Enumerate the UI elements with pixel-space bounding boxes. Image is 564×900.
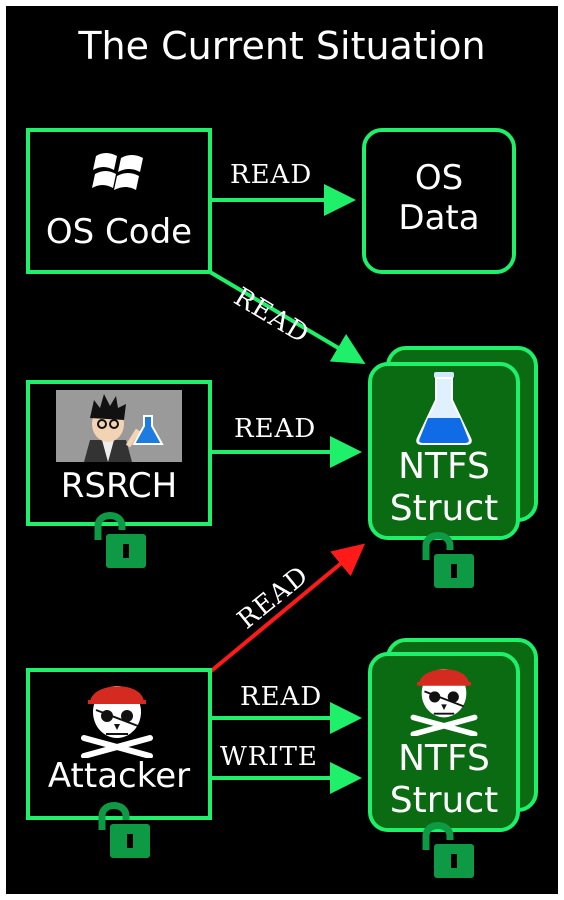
edge-label-rsrch-ntfs1: READ <box>234 414 317 444</box>
unlocked-padlock-icon <box>94 512 146 568</box>
unlocked-padlock-icon <box>422 532 474 588</box>
edge-oscode-ntfs1 <box>208 270 366 365</box>
node-os-data-label-2: Data <box>398 198 480 238</box>
edge-label-oscode-osdata: READ <box>230 160 313 190</box>
edge-attacker-ntfs1 <box>208 543 366 674</box>
pirate-skull-icon <box>410 669 478 736</box>
node-rsrch-label: RSRCH <box>60 466 178 506</box>
node-os-code-label: OS Code <box>45 212 193 252</box>
unlocked-padlock-icon <box>422 822 474 878</box>
flask-icon <box>416 372 472 445</box>
node-os-data <box>362 128 516 274</box>
node-ntfs-2-label-2: Struct <box>389 780 499 821</box>
windows-logo-icon <box>92 153 143 190</box>
node-ntfs-1-label-1: NTFS <box>398 446 490 487</box>
page-title: The Current Situation <box>78 24 486 68</box>
node-os-data-label-1: OS <box>414 158 464 198</box>
node-attacker <box>26 668 212 820</box>
node-ntfs-2-label-1: NTFS <box>398 738 490 779</box>
node-os-code <box>26 128 212 274</box>
unlocked-padlock-icon <box>98 802 150 858</box>
edge-label-attacker-write: WRITE <box>220 742 318 772</box>
edge-label-attacker-read: READ <box>240 682 323 712</box>
node-attacker-label: Attacker <box>47 756 191 796</box>
researcher-icon <box>56 390 182 462</box>
pirate-skull-icon <box>81 686 153 758</box>
node-ntfs-1-label-2: Struct <box>389 488 499 529</box>
